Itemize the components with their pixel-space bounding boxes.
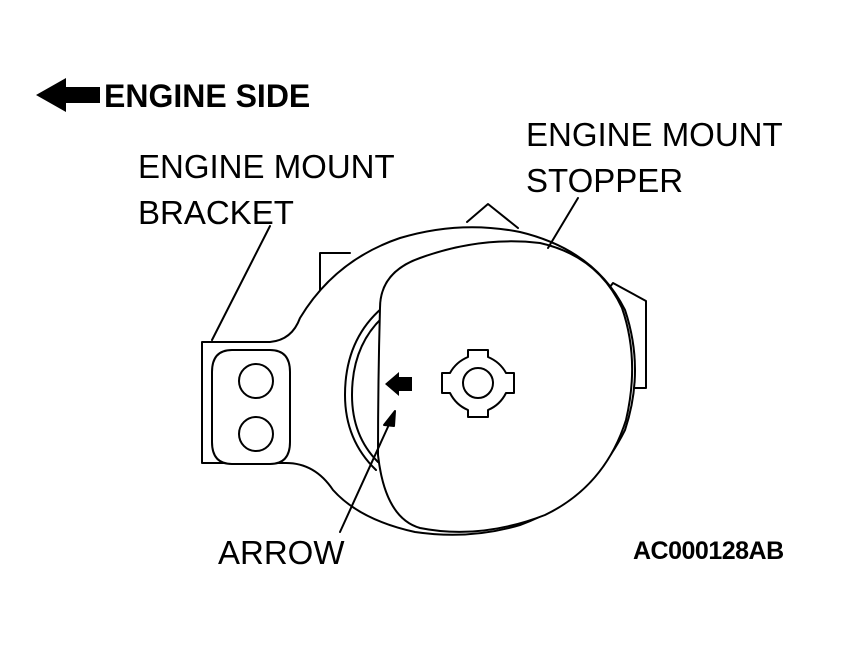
center-bore bbox=[462, 367, 494, 399]
top-tab bbox=[466, 203, 519, 229]
stopper-label-line2: STOPPER bbox=[526, 162, 684, 199]
inner-ring-2 bbox=[351, 315, 385, 463]
stopper-leader-line bbox=[547, 197, 579, 249]
engine-side-arrow-icon bbox=[36, 78, 100, 112]
stopper-label-line1: ENGINE MOUNT bbox=[526, 116, 783, 153]
engine-side-label: ENGINE SIDE bbox=[104, 78, 311, 114]
bolt-hole-bottom bbox=[238, 416, 274, 452]
figure-code: AC000128AB bbox=[633, 537, 784, 565]
inner-ring bbox=[344, 307, 383, 471]
arrow-label: ARROW bbox=[218, 534, 345, 571]
bracket-label-line1: ENGINE MOUNT bbox=[138, 148, 395, 185]
bracket-label-line2: BRACKET bbox=[138, 194, 294, 231]
mark-arrow-icon bbox=[385, 372, 412, 396]
arrow-leader-line bbox=[339, 417, 393, 533]
bracket-leader-line bbox=[211, 225, 271, 341]
bolt-hole-top bbox=[238, 363, 274, 399]
arrow-leader-head bbox=[383, 410, 396, 427]
